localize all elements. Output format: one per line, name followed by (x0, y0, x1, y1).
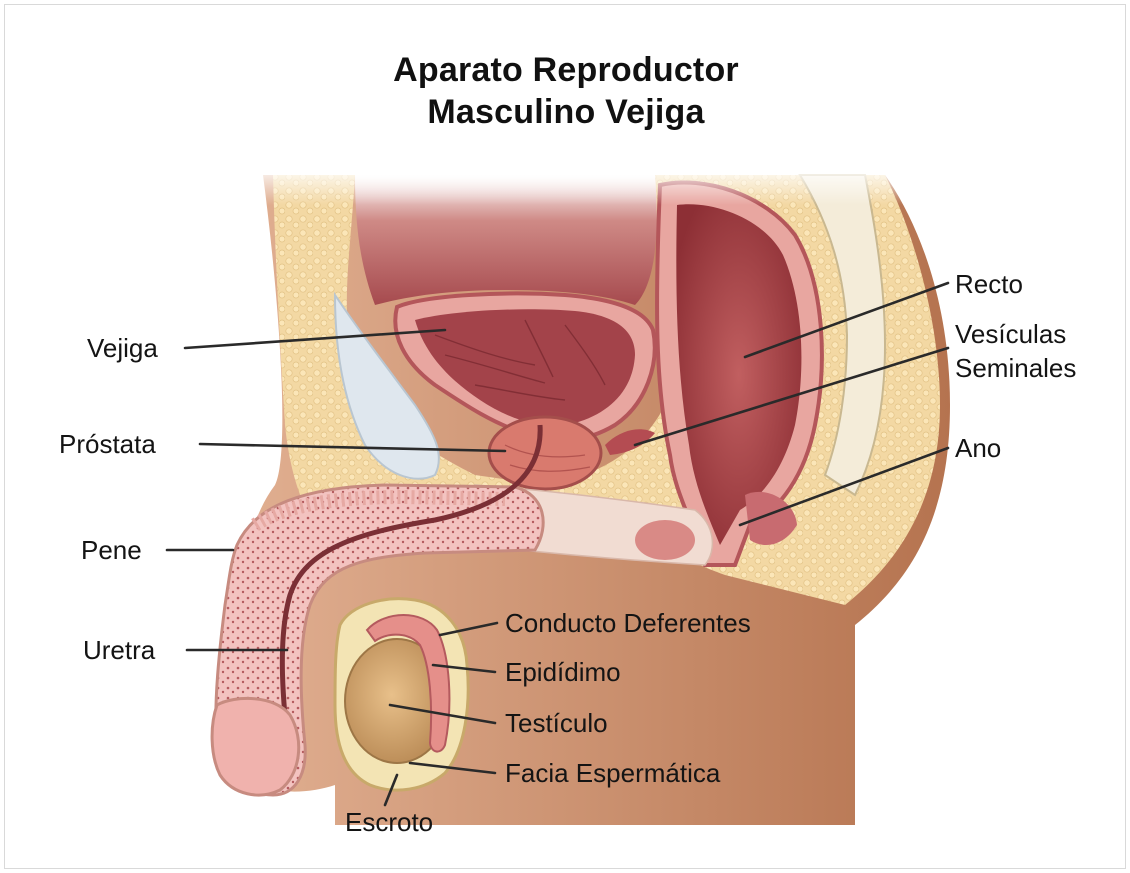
leader-ano (740, 448, 948, 525)
leader-testiculo (390, 705, 495, 723)
leader-conducto (440, 623, 497, 635)
label-escroto: Escroto (345, 807, 433, 837)
label-pene: Pene (81, 535, 142, 565)
leader-prostata (200, 444, 505, 451)
leader-epididimo (433, 665, 495, 672)
label-testiculo: Testículo (505, 708, 608, 738)
label-recto: Recto (955, 269, 1023, 299)
label-epididimo: Epidídimo (505, 657, 621, 687)
label-vejiga: Vejiga (87, 333, 158, 363)
label-uretra: Uretra (83, 635, 155, 665)
label-vesiculas-line1: Vesículas (955, 319, 1066, 349)
label-vesiculas-line2: Seminales (955, 353, 1076, 383)
leader-recto (745, 283, 948, 357)
label-facia: Facia Espermática (505, 758, 720, 788)
label-ano: Ano (955, 433, 1001, 463)
leader-vesiculas (635, 348, 948, 445)
label-conducto: Conducto Deferentes (505, 608, 751, 638)
leader-escroto (385, 775, 397, 805)
diagram-frame: Aparato Reproductor Masculino Vejiga Vej… (4, 4, 1126, 869)
label-prostata: Próstata (59, 429, 156, 459)
leader-facia (410, 763, 495, 773)
leader-vejiga (185, 330, 445, 348)
